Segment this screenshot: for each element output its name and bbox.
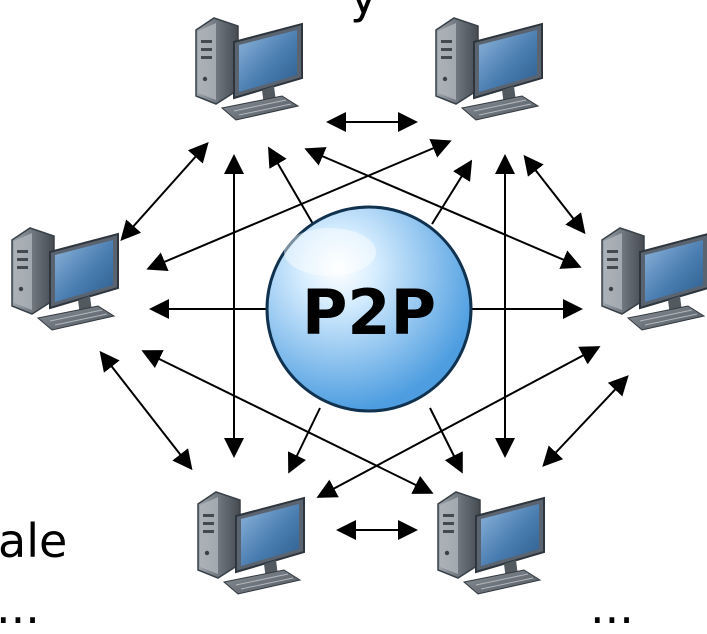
p2p-hub: P2P bbox=[265, 205, 473, 413]
arrow-hub-to-top-right bbox=[431, 159, 473, 225]
cropped-bottom-left-text: ale bbox=[0, 514, 68, 568]
computer-bottom-right bbox=[437, 491, 545, 595]
cropped-bottom-right-text: ... bbox=[590, 580, 634, 634]
arrow-top-right-to-left bbox=[146, 139, 452, 271]
computer-left bbox=[11, 227, 119, 331]
arrow-right-to-bottom-left bbox=[316, 346, 601, 498]
arrow-hub-to-top-left bbox=[267, 146, 314, 225]
arrow-right-to-bottom-right bbox=[542, 375, 629, 467]
computer-bottom-left bbox=[197, 491, 305, 595]
connection-arrows bbox=[99, 112, 629, 540]
cropped-bottom-left-text-2: ... bbox=[0, 580, 40, 634]
computer-right bbox=[601, 227, 707, 331]
arrow-hub-to-bottom-left bbox=[287, 407, 321, 474]
arrow-top-right-to-right bbox=[523, 154, 586, 235]
computer-nodes bbox=[11, 17, 707, 595]
arrow-left-to-bottom-left bbox=[99, 350, 193, 471]
cropped-top-text: y bbox=[350, 0, 377, 20]
arrow-hub-to-bottom-right bbox=[429, 407, 463, 474]
p2p-svg: P2P bbox=[11, 17, 707, 595]
hub-label: P2P bbox=[302, 276, 436, 349]
computer-top-left bbox=[195, 17, 303, 121]
computer-top-right bbox=[435, 17, 543, 121]
arrow-top-left-to-left bbox=[120, 142, 209, 241]
